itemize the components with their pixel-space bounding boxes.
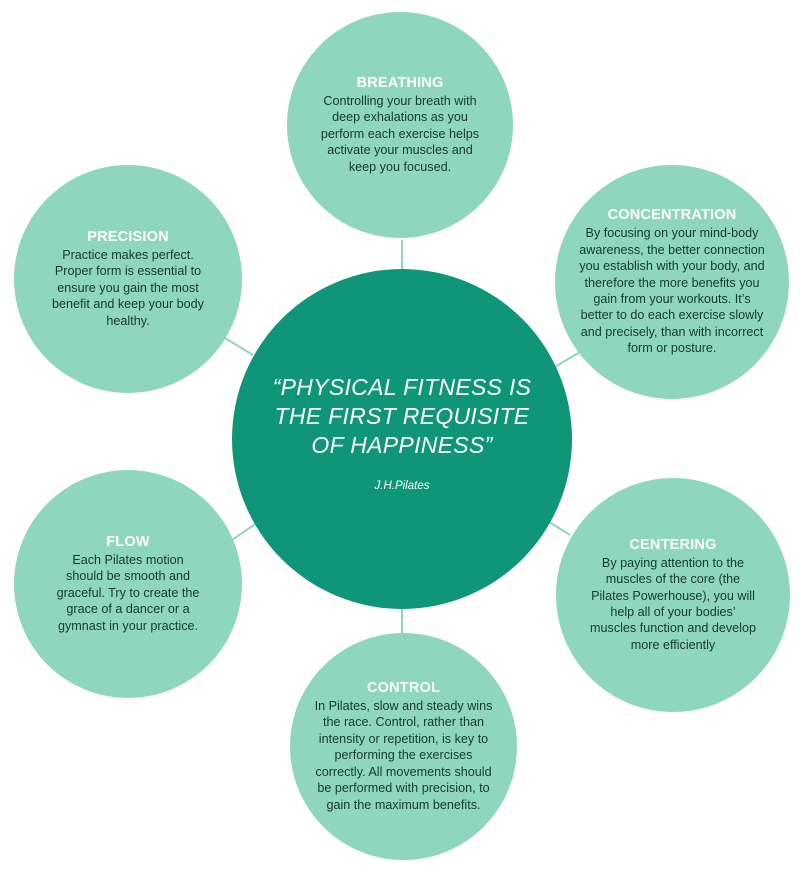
breathing-title: BREATHING	[356, 74, 444, 91]
quote-author: J.H.Pilates	[374, 479, 430, 492]
concentration-circle: CONCENTRATION By focusing on your mind-b…	[555, 165, 789, 399]
concentration-title: CONCENTRATION	[607, 207, 737, 224]
centering-text: By paying attention to the muscles of th…	[590, 555, 756, 652]
control-title: CONTROL	[366, 680, 441, 697]
flow-circle: FLOW Each Pilates motion should be smoot…	[14, 470, 242, 698]
centering-circle: CENTERING By paying attention to the mus…	[556, 478, 790, 712]
control-text: In Pilates, slow and steady wins the rac…	[314, 699, 493, 812]
centering-title: CENTERING	[629, 536, 717, 553]
concentration-text: By focusing on your mind-body awareness,…	[579, 226, 765, 356]
center-quote-circle: “PHYSICAL FITNESS IS THE FIRST REQUISITE…	[232, 269, 572, 609]
quote-text: “PHYSICAL FITNESS IS THE FIRST REQUISITE…	[272, 373, 532, 458]
precision-text: Practice makes perfect. Proper form is e…	[52, 247, 204, 328]
control-circle: CONTROL In Pilates, slow and steady wins…	[290, 633, 517, 860]
breathing-circle: BREATHING Controlling your breath with d…	[287, 12, 513, 238]
connector-precision	[224, 337, 254, 356]
breathing-text: Controlling your breath with deep exhala…	[320, 93, 480, 174]
flow-title: FLOW	[106, 533, 150, 550]
flow-text: Each Pilates motion should be smooth and…	[56, 552, 200, 633]
connector-concentration	[552, 351, 581, 369]
precision-title: PRECISION	[87, 228, 169, 245]
precision-circle: PRECISION Practice makes perfect. Proper…	[14, 165, 242, 393]
connector-flow	[231, 521, 259, 541]
